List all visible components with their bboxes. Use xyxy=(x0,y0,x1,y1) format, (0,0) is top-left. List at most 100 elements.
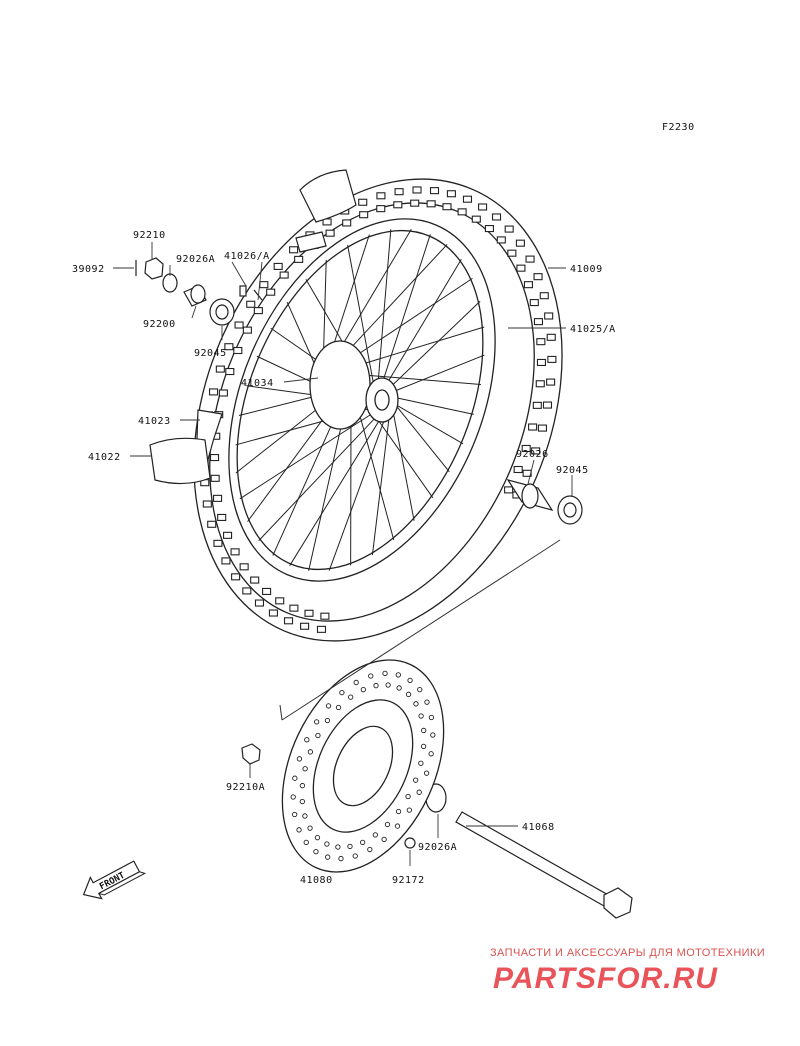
tread-block xyxy=(442,203,452,211)
disc-hole xyxy=(423,770,430,776)
tread-block xyxy=(325,229,335,237)
tread-block xyxy=(279,271,289,279)
disc-hole xyxy=(335,844,341,850)
disc-hole xyxy=(413,701,419,707)
tread-block xyxy=(484,225,494,233)
tread-block xyxy=(532,401,542,409)
tread-block xyxy=(259,281,269,289)
spoke-nipple xyxy=(239,285,247,297)
wheel-assembly xyxy=(193,178,563,642)
disc-hole xyxy=(360,687,366,693)
leader-lines xyxy=(113,242,573,866)
disc-hole xyxy=(428,714,435,721)
disc-hole xyxy=(420,743,427,750)
spoke xyxy=(350,277,473,360)
spoke xyxy=(235,403,324,474)
disc-hole xyxy=(299,798,305,805)
tread-block xyxy=(537,424,548,432)
tread-block xyxy=(504,486,514,494)
tread-block xyxy=(342,219,352,227)
label-92026A-bottom: 92026A xyxy=(418,842,457,853)
tread-block xyxy=(546,333,556,341)
label-41026A: 41026/A xyxy=(224,251,270,262)
tread-block xyxy=(225,367,235,376)
tread-block xyxy=(208,388,219,396)
tread-block xyxy=(300,622,310,630)
disc-hole xyxy=(302,766,308,772)
label-39092: 39092 xyxy=(72,264,105,275)
disc-hole xyxy=(406,807,413,813)
tread-block xyxy=(207,520,217,528)
hub-bore xyxy=(374,389,390,411)
disc-hole xyxy=(385,682,391,688)
tread-block xyxy=(359,211,369,219)
tread-block xyxy=(358,198,368,206)
tire-tread xyxy=(199,186,557,633)
spoke xyxy=(356,326,485,367)
disc-hole xyxy=(303,839,309,846)
tread-block xyxy=(218,389,228,397)
spoke xyxy=(389,300,481,389)
tread-block xyxy=(253,307,263,315)
assembly-lines xyxy=(279,539,561,721)
tread-block xyxy=(231,573,241,581)
watermark-logo: PARTSFOR.RU xyxy=(493,962,718,995)
tread-block xyxy=(262,587,272,595)
tread-block xyxy=(513,465,523,474)
disc-hole xyxy=(407,677,413,684)
disc-hole xyxy=(424,699,430,705)
spoke xyxy=(392,354,485,393)
tread-block xyxy=(283,617,294,625)
label-92200: 92200 xyxy=(143,319,176,330)
disc-hole xyxy=(373,682,379,689)
tread-block xyxy=(491,213,502,221)
tread-block xyxy=(457,208,467,216)
hub-flange xyxy=(309,340,371,430)
disc-hole xyxy=(347,843,353,850)
nut-92210A xyxy=(241,743,261,765)
disc-hole xyxy=(418,713,424,719)
tread-block xyxy=(234,321,244,329)
label-41068: 41068 xyxy=(522,822,555,833)
tread-block xyxy=(539,292,549,300)
disc-hole xyxy=(418,760,424,766)
tread-block xyxy=(410,199,420,207)
tread-block xyxy=(536,338,546,346)
spokes xyxy=(235,228,485,571)
disc-hole xyxy=(338,855,344,862)
tread-block xyxy=(239,563,249,571)
disc-hole xyxy=(313,719,320,725)
tread-block xyxy=(320,612,330,620)
spoke xyxy=(328,234,370,360)
tread-block xyxy=(316,625,327,633)
tread-block xyxy=(213,494,223,502)
tread-block xyxy=(224,343,234,351)
disc-hole xyxy=(307,749,314,755)
tread-block xyxy=(376,192,386,200)
disc-hole xyxy=(296,756,303,762)
front-arrow: FRONT xyxy=(82,860,147,900)
spoke xyxy=(393,402,450,473)
tread-block xyxy=(531,447,541,455)
tread-block xyxy=(542,401,553,409)
spoke xyxy=(308,414,345,571)
tread-block xyxy=(546,378,556,386)
tread-block xyxy=(254,599,265,607)
spoke xyxy=(238,394,320,417)
spoke xyxy=(335,228,412,356)
label-41022: 41022 xyxy=(88,452,121,463)
spoke xyxy=(247,410,330,522)
disc-hole xyxy=(412,777,419,783)
disc-hole xyxy=(353,679,359,686)
bolt-92172 xyxy=(404,837,416,849)
tread-block xyxy=(533,318,543,326)
spoke xyxy=(256,355,319,386)
spoke xyxy=(391,407,415,521)
tread-block xyxy=(394,188,404,196)
watermark-tagline: ЗАПЧАСТИ И АКСЕССУАРЫ ДЛЯ МОТОТЕХНИКИ xyxy=(490,947,766,959)
disc-hole xyxy=(405,691,412,697)
disc-hole xyxy=(291,811,298,818)
label-92026: 92026 xyxy=(516,449,549,460)
spoke xyxy=(239,411,375,500)
tread-block xyxy=(471,215,481,223)
